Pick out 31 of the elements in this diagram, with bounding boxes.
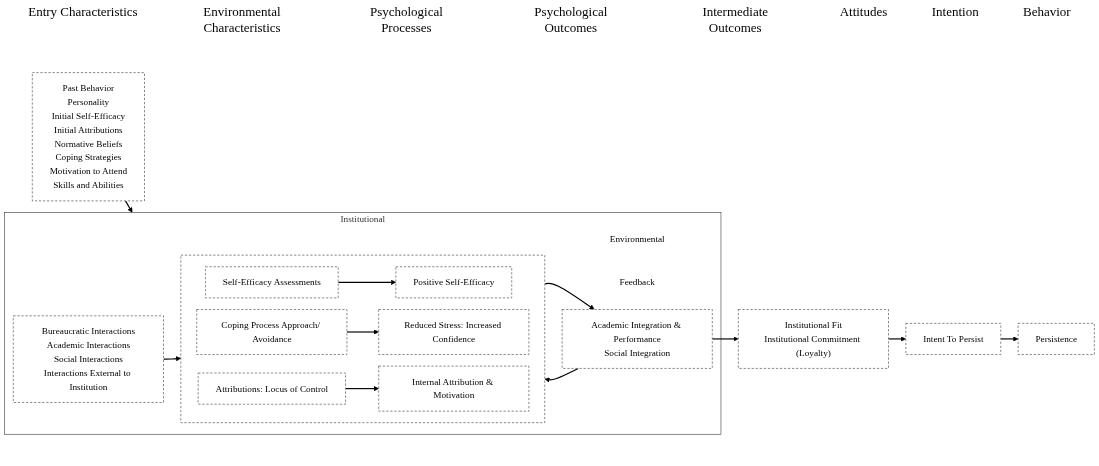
node-box: Coping Process Approach/ Avoidance bbox=[196, 308, 348, 355]
arrow bbox=[1000, 335, 1019, 342]
arrow bbox=[344, 385, 379, 391]
node-box: Attributions: Locus of Control bbox=[197, 372, 346, 405]
arrow bbox=[887, 335, 907, 342]
node-box: Intent To Persist bbox=[905, 322, 1002, 355]
arrow bbox=[544, 367, 579, 382]
node-box: Reduced Stress: Increased Confidence bbox=[378, 308, 530, 355]
column-heading: Behavior bbox=[1023, 4, 1071, 21]
arrow bbox=[711, 335, 739, 342]
node-box: Institutional Fit Institutional Commitment (Loyalty) bbox=[738, 308, 889, 369]
arrow bbox=[346, 329, 379, 335]
column-heading: Intermediate Outcomes bbox=[701, 4, 770, 36]
column-heading: Intention bbox=[931, 4, 979, 21]
column-heading: Attitudes bbox=[839, 4, 888, 21]
column-heading: Psychological Outcomes bbox=[533, 4, 609, 36]
arrow bbox=[124, 199, 133, 213]
node-box: Academic Integration & Performance Social Integration bbox=[561, 308, 713, 369]
arrow bbox=[162, 355, 182, 361]
column-heading: Environmental Characteristics bbox=[202, 4, 282, 36]
arrow bbox=[544, 282, 595, 310]
column-heading: Psychological Processes bbox=[368, 4, 444, 36]
node-box: Internal Attribution & Motivation bbox=[378, 365, 530, 411]
node-box: Positive Self-Efficacy bbox=[395, 266, 512, 298]
node-box: Bureaucratic Interactions Academic Interactions Social Interactions Interactions External to Institution bbox=[13, 315, 164, 403]
node-box: Persistence bbox=[1017, 322, 1095, 355]
column-heading: Entry Characteristics bbox=[28, 4, 138, 21]
node-box: Self-Efficacy Assessments bbox=[205, 266, 339, 298]
arrow bbox=[337, 279, 397, 285]
node-box: Past Behavior Personality Initial Self-Efficacy Initial Attributions Normative Beliefs Coping Strategies Motivation to Attend Skills and Abilities bbox=[32, 71, 145, 201]
cluster bbox=[180, 254, 546, 423]
